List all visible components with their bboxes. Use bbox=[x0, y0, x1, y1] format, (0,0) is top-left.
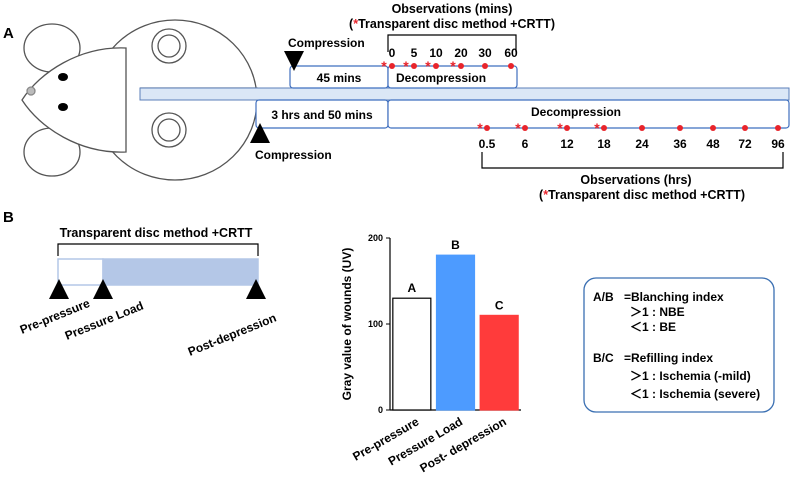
obs-hrs-bracket bbox=[481, 152, 784, 169]
bar-letter-label: B bbox=[451, 238, 460, 252]
obs-hrs-tick: 12 bbox=[560, 137, 574, 151]
observation-dot bbox=[677, 125, 683, 131]
bar-c bbox=[479, 314, 519, 411]
b-timeline-title: Transparent disc method +CRTT bbox=[60, 226, 253, 240]
crtt-star-marker: * bbox=[557, 120, 563, 136]
observation-dot bbox=[564, 125, 570, 131]
long-decompression-label: Decompression bbox=[531, 105, 621, 119]
compression-top-label: Compression bbox=[288, 36, 365, 50]
index-legend-box bbox=[583, 277, 775, 413]
b-timeline-bracket bbox=[57, 243, 259, 256]
observation-dot bbox=[639, 125, 645, 131]
observation-dot bbox=[601, 125, 607, 131]
compression-bottom-label: Compression bbox=[255, 148, 332, 162]
obs-hrs-markers: * * * * bbox=[477, 120, 781, 136]
observation-dot bbox=[775, 125, 781, 131]
long-duration-label: 3 hrs and 50 mins bbox=[271, 108, 373, 122]
short-duration-label: 45 mins bbox=[317, 71, 362, 85]
bar-letter-label: C bbox=[495, 298, 504, 312]
crtt-star-marker: * bbox=[450, 58, 456, 74]
observation-dot bbox=[742, 125, 748, 131]
obs-mins-tick: 20 bbox=[454, 46, 468, 60]
obs-hrs-tick: 36 bbox=[673, 137, 687, 151]
obs-mins-tick: 5 bbox=[411, 46, 418, 60]
long-decompression-box bbox=[387, 99, 790, 129]
obs-hrs-tick: 48 bbox=[706, 137, 720, 151]
crtt-star-marker: * bbox=[381, 58, 387, 74]
y-tick-label: 200 bbox=[368, 233, 383, 243]
crtt-star-marker: * bbox=[515, 120, 521, 136]
obs-hrs-tick: 18 bbox=[597, 137, 611, 151]
bar-letter-label: A bbox=[407, 281, 416, 295]
obs-mins-bracket bbox=[387, 34, 517, 52]
legend-ab-lt: ＜1 : BE bbox=[630, 320, 676, 334]
pre-pressure-segment bbox=[57, 258, 104, 286]
obs-hrs-tick: 6 bbox=[522, 137, 529, 151]
obs-mins-method-line: (*Transparent disc method +CRTT) bbox=[349, 17, 555, 31]
observation-dot bbox=[508, 63, 514, 69]
obs-hrs-tick: 96 bbox=[771, 137, 785, 151]
panel-a-label: A bbox=[3, 25, 14, 42]
observation-dot bbox=[482, 63, 488, 69]
obs-hrs-tick-labels: 0.5 6 12 18 24 36 48 72 96 bbox=[479, 137, 785, 151]
obs-hrs-tick: 72 bbox=[738, 137, 752, 151]
pressure-load-segment bbox=[102, 258, 259, 286]
obs-mins-tick-labels: 0 5 10 20 30 60 bbox=[389, 46, 518, 60]
obs-hrs-tick: 24 bbox=[635, 137, 649, 151]
obs-hrs-tick: 0.5 bbox=[479, 137, 496, 151]
obs-hrs-title: Observations (hrs) bbox=[580, 173, 691, 187]
crtt-star-marker: * bbox=[425, 58, 431, 74]
obs-mins-markers: * * * * bbox=[381, 58, 514, 74]
legend-ab-key: A/B bbox=[593, 290, 614, 304]
crtt-star-marker: * bbox=[477, 120, 483, 136]
phase-post-label: Post-depression bbox=[186, 311, 278, 359]
timeline-track bbox=[139, 87, 790, 101]
index-legend: A/B =Blanching index ＞1 : NBE ＜1 : BE B/… bbox=[593, 290, 760, 401]
bar-a bbox=[392, 297, 432, 411]
legend-bc-key: B/C bbox=[593, 351, 614, 365]
obs-mins-tick: 60 bbox=[504, 46, 518, 60]
observation-dot bbox=[522, 125, 528, 131]
y-tick-label: 100 bbox=[368, 319, 383, 329]
short-decompression-label: Decompression bbox=[396, 71, 486, 85]
short-decompression-box bbox=[387, 65, 518, 89]
observation-dot bbox=[433, 63, 439, 69]
observation-dot bbox=[389, 63, 395, 69]
obs-mins-tick: 10 bbox=[429, 46, 443, 60]
legend-bc-gt: ＞1 : Ischemia (-mild) bbox=[630, 369, 751, 383]
legend-bc-lt: ＜1 : Ischemia (severe) bbox=[630, 387, 760, 401]
obs-mins-tick: 30 bbox=[478, 46, 492, 60]
obs-mins-title: Observations (mins) bbox=[392, 2, 513, 16]
obs-mins-tick: 0 bbox=[389, 46, 396, 60]
panel-b-label: B bbox=[3, 209, 14, 226]
legend-ab-eq: =Blanching index bbox=[624, 290, 724, 304]
legend-ab-gt: ＞1 : NBE bbox=[630, 305, 685, 319]
observation-dot bbox=[484, 125, 490, 131]
observation-dot bbox=[411, 63, 417, 69]
y-tick-label: 0 bbox=[378, 405, 383, 415]
observation-dot bbox=[710, 125, 716, 131]
observation-dot bbox=[458, 63, 464, 69]
chart-ylabel: Gray value of wounds (UV) bbox=[340, 248, 354, 401]
bar-b bbox=[435, 254, 476, 411]
legend-bc-eq: =Refilling index bbox=[624, 351, 713, 365]
obs-hrs-method-line: (*Transparent disc method +CRTT) bbox=[539, 188, 745, 202]
crtt-star-marker: * bbox=[403, 58, 409, 74]
crtt-star-marker: * bbox=[594, 120, 600, 136]
